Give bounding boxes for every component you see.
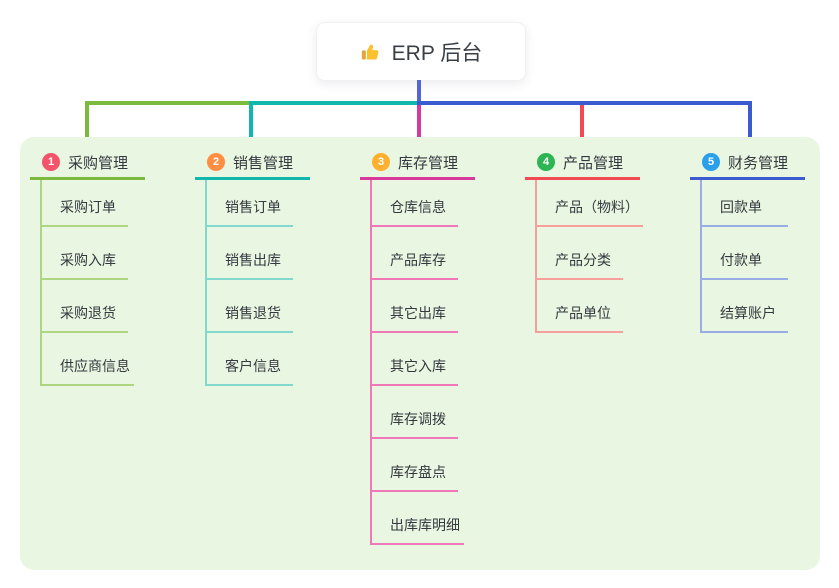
branch-sales-header[interactable]: 2 销售管理: [195, 147, 310, 180]
mindmap-node[interactable]: 库存盘点: [372, 439, 458, 492]
connector-bus-green: [85, 101, 253, 105]
branch-product-children: 产品（物料） 产品分类 产品单位: [535, 180, 675, 333]
branch-title: 产品管理: [563, 154, 624, 172]
branch-finance-children: 回款单 付款单 结算账户: [700, 180, 839, 333]
connector-drop-sales: [249, 101, 253, 150]
branch-purchase: 1 采购管理 采购订单 采购入库 采购退货 供应商信息: [30, 147, 180, 386]
thumbs-up-icon: [360, 41, 382, 63]
mindmap-node[interactable]: 供应商信息: [42, 333, 134, 386]
mindmap-node[interactable]: 出库库明细: [372, 492, 464, 545]
mindmap-node[interactable]: 客户信息: [207, 333, 293, 386]
connector-drop-finance: [748, 101, 752, 150]
branch-inventory-header[interactable]: 3 库存管理: [360, 147, 475, 180]
branch-sales-children: 销售订单 销售出库 销售退货 客户信息: [205, 180, 345, 386]
mindmap-node[interactable]: 结算账户: [702, 280, 788, 333]
connector-drop-inventory: [417, 105, 421, 150]
mindmap-node[interactable]: 产品单位: [537, 280, 623, 333]
branch-purchase-children: 采购订单 采购入库 采购退货 供应商信息: [40, 180, 180, 386]
branch-title: 销售管理: [233, 154, 294, 172]
root-node[interactable]: ERP 后台: [316, 22, 526, 81]
mindmap-node[interactable]: 库存调拨: [372, 386, 458, 439]
branch-number-badge: 5: [702, 153, 720, 171]
connector-drop-product: [580, 105, 584, 150]
connector-bus-blue: [417, 101, 752, 105]
connector-drop-purchase: [85, 101, 89, 150]
mindmap-node[interactable]: 仓库信息: [372, 180, 458, 227]
mindmap-node[interactable]: 产品（物料）: [537, 180, 643, 227]
branch-inventory-children: 仓库信息 产品库存 其它出库 其它入库 库存调拨 库存盘点 出库库明细: [370, 180, 510, 545]
branch-number-badge: 1: [42, 153, 60, 171]
branch-title: 财务管理: [728, 154, 789, 172]
mindmap-node[interactable]: 产品分类: [537, 227, 623, 280]
branch-product-header[interactable]: 4 产品管理: [525, 147, 640, 180]
mindmap-node[interactable]: 产品库存: [372, 227, 458, 280]
mindmap-node[interactable]: 采购订单: [42, 180, 128, 227]
mindmap-node[interactable]: 销售出库: [207, 227, 293, 280]
branch-inventory: 3 库存管理 仓库信息 产品库存 其它出库 其它入库 库存调拨 库存盘点 出库库…: [360, 147, 510, 545]
branch-sales: 2 销售管理 销售订单 销售出库 销售退货 客户信息: [195, 147, 345, 386]
branch-product: 4 产品管理 产品（物料） 产品分类 产品单位: [525, 147, 675, 333]
mindmap-node[interactable]: 回款单: [702, 180, 788, 227]
branches-panel: [20, 137, 820, 570]
branch-number-badge: 4: [537, 153, 555, 171]
branch-purchase-header[interactable]: 1 采购管理: [30, 147, 145, 180]
connector-root-drop: [417, 80, 421, 103]
branch-number-badge: 2: [207, 153, 225, 171]
branch-number-badge: 3: [372, 153, 390, 171]
mindmap-node[interactable]: 付款单: [702, 227, 788, 280]
connector-bus-teal: [249, 101, 419, 105]
branch-title: 采购管理: [68, 154, 129, 172]
mindmap-node[interactable]: 采购入库: [42, 227, 128, 280]
mindmap-node[interactable]: 销售订单: [207, 180, 293, 227]
branch-title: 库存管理: [398, 154, 459, 172]
mindmap-node[interactable]: 其它出库: [372, 280, 458, 333]
mindmap-node[interactable]: 采购退货: [42, 280, 128, 333]
mindmap-node[interactable]: 销售退货: [207, 280, 293, 333]
mindmap-node[interactable]: 其它入库: [372, 333, 458, 386]
branch-finance-header[interactable]: 5 财务管理: [690, 147, 805, 180]
branch-finance: 5 财务管理 回款单 付款单 结算账户: [690, 147, 839, 333]
root-node-label: ERP 后台: [391, 41, 483, 65]
